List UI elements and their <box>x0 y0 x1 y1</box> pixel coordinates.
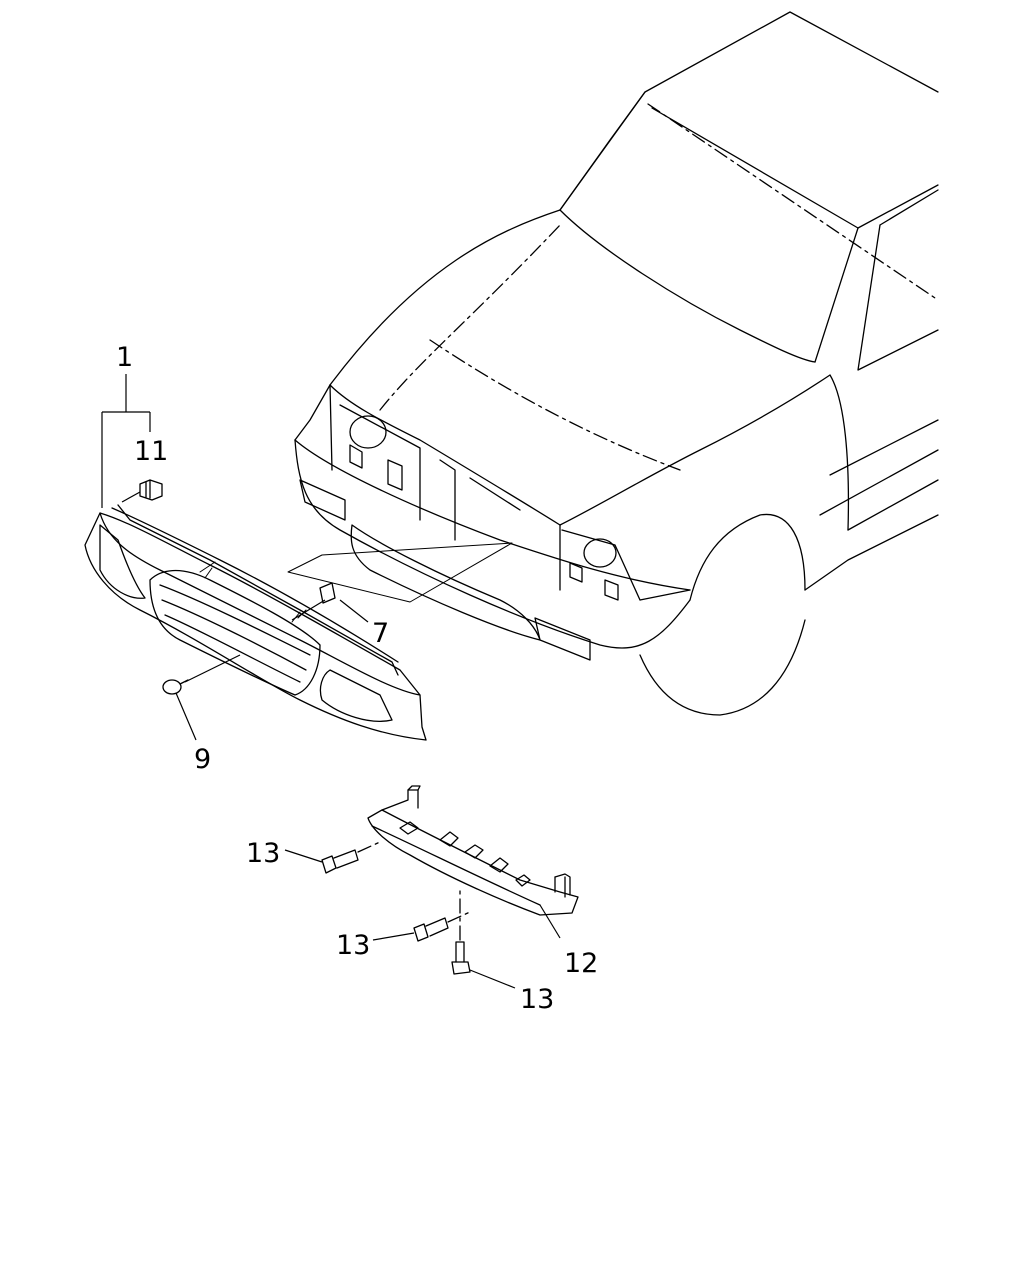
leader-lines <box>101 374 369 741</box>
bolt-13-upper <box>284 841 381 874</box>
callout-13-lower: 13 <box>520 984 554 1015</box>
callout-11: 11 <box>134 436 168 467</box>
bolt-13-lower <box>451 889 516 989</box>
support-bracket <box>367 785 579 939</box>
callout-9: 9 <box>194 744 211 775</box>
callout-7: 7 <box>372 618 389 649</box>
retainer-clip <box>291 582 336 621</box>
callout-1: 1 <box>116 342 133 373</box>
screw-9 <box>162 654 241 695</box>
grille-clip <box>121 479 163 503</box>
callout-12: 12 <box>564 948 598 979</box>
callout-13-middle: 13 <box>336 930 370 961</box>
radiator-grille <box>84 504 427 741</box>
vehicle-outline <box>287 11 939 716</box>
callout-13-upper: 13 <box>246 838 280 869</box>
bolt-13-middle <box>372 911 471 942</box>
